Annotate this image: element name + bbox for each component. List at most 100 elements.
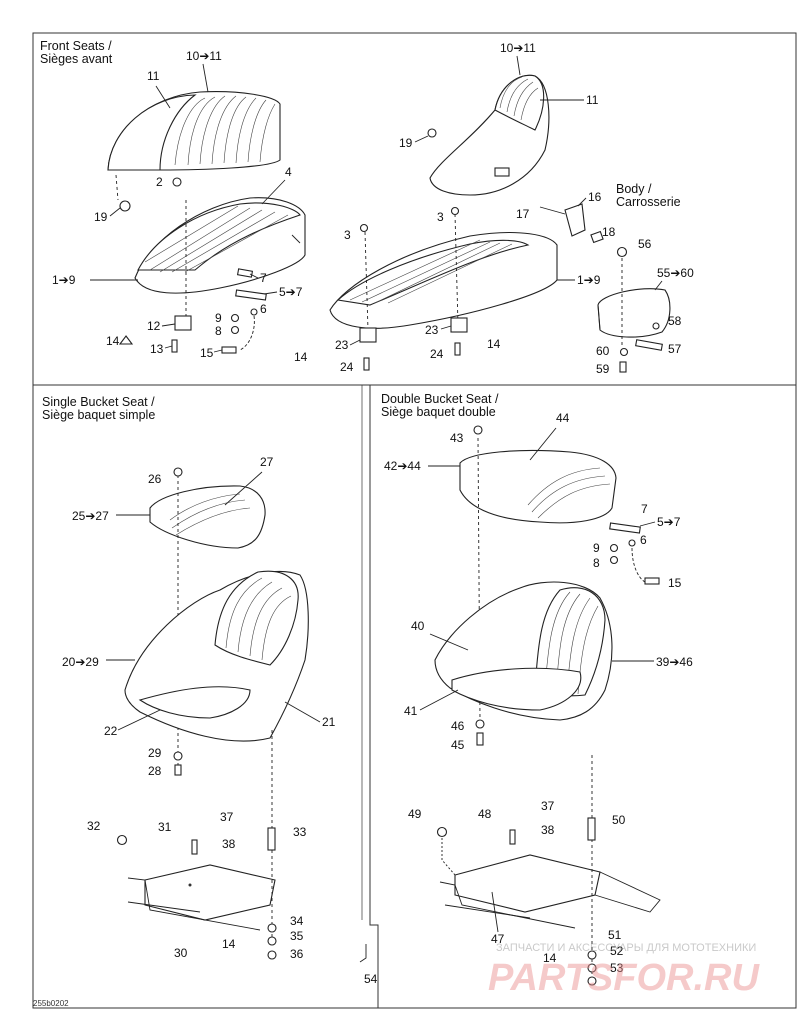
diagram-border (32, 32, 797, 1009)
svg-text:51: 51 (608, 928, 622, 942)
svg-text:19: 19 (94, 210, 108, 224)
svg-text:14: 14 (487, 337, 501, 351)
body-small-seat (597, 258, 671, 373)
svg-text:6: 6 (260, 302, 267, 316)
svg-text:22: 22 (104, 724, 118, 738)
bucket-section-divider (369, 385, 379, 1008)
svg-text:48: 48 (478, 807, 492, 821)
svg-text:2: 2 (156, 175, 163, 189)
svg-text:5➔7: 5➔7 (657, 515, 681, 529)
svg-text:56: 56 (638, 237, 652, 251)
svg-text:53: 53 (610, 961, 624, 975)
single-bucket-labels: 26 27 25➔27 20➔29 22 21 29 28 32 31 37 3… (62, 455, 336, 961)
svg-text:49: 49 (408, 807, 422, 821)
svg-text:4: 4 (285, 165, 292, 179)
svg-text:10➔11: 10➔11 (186, 49, 222, 63)
svg-text:38: 38 (222, 837, 236, 851)
svg-text:59: 59 (596, 362, 610, 376)
svg-text:54: 54 (364, 972, 378, 986)
svg-text:57: 57 (668, 342, 682, 356)
svg-text:9: 9 (593, 541, 600, 555)
front-left-seat-cushion (134, 197, 306, 294)
front-left-hardware (115, 174, 301, 354)
svg-text:14: 14 (222, 937, 236, 951)
svg-text:55➔60: 55➔60 (657, 266, 694, 280)
double-bucket-seat (434, 425, 661, 986)
front-seats-title-fr: Sièges avant (40, 52, 113, 66)
svg-text:31: 31 (158, 820, 172, 834)
front-right-backrest (427, 74, 550, 196)
svg-text:14: 14 (543, 951, 557, 965)
svg-text:46: 46 (451, 719, 465, 733)
svg-text:37: 37 (541, 799, 555, 813)
svg-text:13: 13 (150, 342, 164, 356)
svg-text:36: 36 (290, 947, 304, 961)
svg-text:20➔29: 20➔29 (62, 655, 99, 669)
svg-text:34: 34 (290, 914, 304, 928)
svg-text:19: 19 (399, 136, 413, 150)
double-bucket-labels: 43 44 42➔44 7 5➔7 6 9 8 15 40 39➔46 41 4… (384, 411, 693, 975)
svg-text:11: 11 (147, 69, 160, 83)
svg-text:8: 8 (593, 556, 600, 570)
svg-text:30: 30 (174, 946, 188, 960)
svg-text:5➔7: 5➔7 (279, 285, 303, 299)
svg-text:41: 41 (404, 704, 418, 718)
svg-text:7: 7 (641, 502, 648, 516)
single-bucket-title: Single Bucket Seat / (42, 395, 155, 409)
double-bucket-title: Double Bucket Seat / (381, 392, 499, 406)
svg-text:3: 3 (437, 210, 444, 224)
svg-text:39➔46: 39➔46 (656, 655, 693, 669)
svg-text:14: 14 (294, 350, 308, 364)
svg-text:50: 50 (612, 813, 626, 827)
svg-text:10➔11: 10➔11 (500, 41, 536, 55)
svg-text:9: 9 (215, 311, 222, 325)
svg-text:24: 24 (340, 360, 354, 374)
svg-text:40: 40 (411, 619, 425, 633)
drawing-code: 255b0202 (33, 999, 69, 1008)
svg-text:33: 33 (293, 825, 307, 839)
single-bucket-seat (116, 467, 309, 960)
svg-text:1➔9: 1➔9 (52, 273, 76, 287)
svg-text:21: 21 (322, 715, 336, 729)
svg-text:7: 7 (260, 271, 267, 285)
front-right-seat-cushion (329, 206, 558, 371)
svg-text:17: 17 (516, 207, 530, 221)
svg-text:37: 37 (220, 810, 234, 824)
svg-text:47: 47 (491, 932, 505, 946)
svg-text:32: 32 (87, 819, 101, 833)
svg-text:Body /: Body / (616, 182, 652, 196)
svg-text:45: 45 (451, 738, 465, 752)
svg-text:42➔44: 42➔44 (384, 459, 421, 473)
svg-text:52: 52 (610, 944, 624, 958)
svg-text:3: 3 (344, 228, 351, 242)
svg-text:6: 6 (640, 533, 647, 547)
svg-text:12: 12 (147, 319, 161, 333)
front-labels: 10➔11 11 4 2 19 1➔9 7 5➔7 6 9 8 12 14 13… (52, 41, 694, 376)
svg-text:43: 43 (450, 431, 464, 445)
svg-text:18: 18 (602, 225, 616, 239)
svg-text:35: 35 (290, 929, 304, 943)
double-bucket-title-fr: Siège baquet double (381, 405, 496, 419)
svg-text:1➔9: 1➔9 (577, 273, 601, 287)
svg-text:15: 15 (200, 346, 214, 360)
body-bracket (539, 203, 628, 258)
svg-text:60: 60 (596, 344, 610, 358)
front-seats-title: Front Seats / (40, 39, 112, 53)
svg-text:15: 15 (668, 576, 682, 590)
svg-text:44: 44 (556, 411, 570, 425)
svg-text:27: 27 (260, 455, 274, 469)
svg-text:24: 24 (430, 347, 444, 361)
svg-text:14: 14 (106, 334, 120, 348)
svg-text:8: 8 (215, 324, 222, 338)
svg-text:58: 58 (668, 314, 682, 328)
svg-text:29: 29 (148, 746, 162, 760)
svg-text:11: 11 (586, 93, 599, 107)
svg-text:25➔27: 25➔27 (72, 509, 109, 523)
svg-text:28: 28 (148, 764, 162, 778)
svg-text:ЗАПЧАСТИ И АКСЕССУАРЫ ДЛЯ МОТО: ЗАПЧАСТИ И АКСЕССУАРЫ ДЛЯ МОТОТЕХНИКИ (496, 942, 756, 954)
single-bucket-title-fr: Siège baquet simple (42, 408, 155, 422)
svg-text:23: 23 (335, 338, 349, 352)
front-left-backrest (107, 91, 281, 171)
svg-text:PARTSFOR.RU: PARTSFOR.RU (488, 957, 760, 999)
